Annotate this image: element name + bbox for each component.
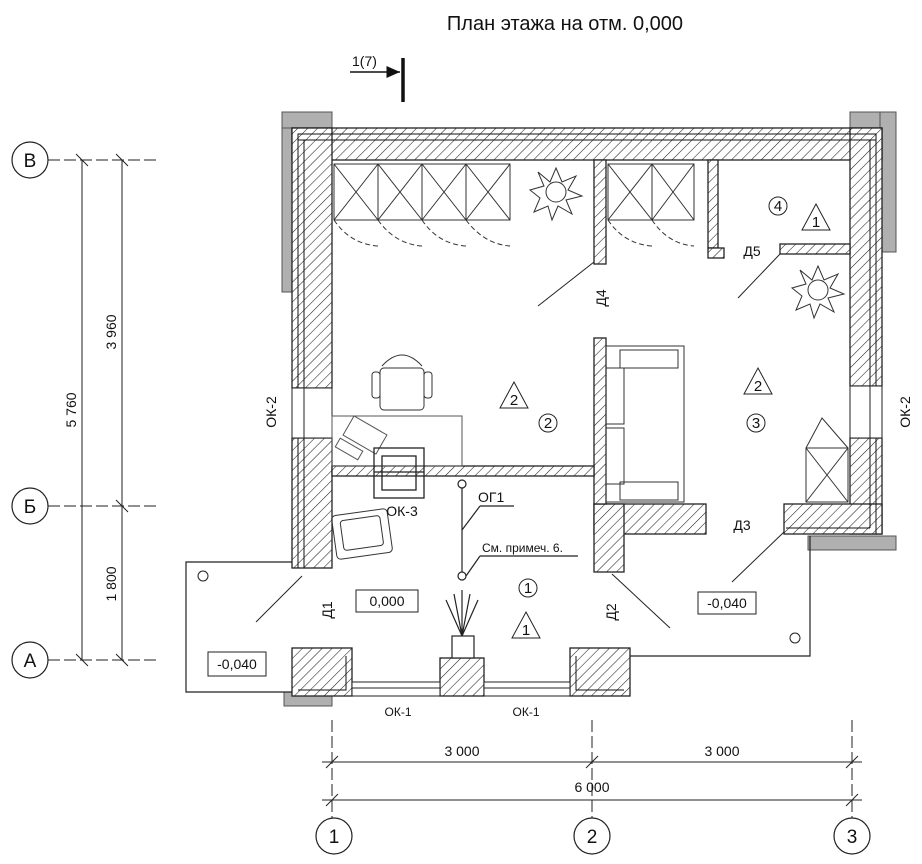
section-mark: 1(7) — [350, 53, 405, 102]
axis-marker-row-b: Б — [11, 487, 49, 525]
axis-marker-row-a: А — [11, 641, 49, 679]
svg-text:4: 4 — [774, 198, 782, 215]
level-mark-terrace-right: -0,040 — [697, 591, 757, 615]
svg-text:-0,040: -0,040 — [707, 595, 747, 611]
svg-text:1: 1 — [524, 580, 532, 597]
svg-text:2: 2 — [510, 392, 518, 409]
plant-icon — [790, 264, 846, 320]
wardrobe-right — [607, 163, 695, 247]
window-label-left: ОК-2 — [263, 396, 279, 428]
cabinet — [805, 417, 849, 503]
door-label-d1: Д1 — [319, 601, 335, 618]
svg-text:1: 1 — [812, 214, 820, 231]
desk-chair — [373, 447, 425, 499]
axis-label-3: 3 — [847, 827, 858, 848]
sofa — [605, 345, 685, 503]
svg-text:3: 3 — [752, 415, 760, 432]
terrace-post-right — [789, 632, 801, 644]
axis-marker-row-v: В — [11, 141, 49, 179]
desk — [331, 415, 463, 467]
door-label-d4: Д4 — [593, 289, 609, 306]
axis-marker-col-3: 3 — [833, 817, 871, 855]
plan-title: План этажа на отм. 0,000 — [447, 13, 683, 35]
room-number-2: 2 — [538, 413, 558, 433]
corner-columns — [281, 111, 897, 707]
axis-label-2: 2 — [587, 827, 598, 848]
window-label-right: ОК-2 — [897, 396, 913, 428]
dim-bottom-right: 3 000 — [704, 743, 739, 759]
room-number-4: 4 — [768, 196, 788, 216]
fireplace — [451, 635, 475, 659]
dim-left-lower: 1 800 — [103, 566, 119, 601]
axis-marker-col-2: 2 — [573, 817, 611, 855]
door-label-d3: Д3 — [733, 517, 750, 533]
room-number-1: 1 — [518, 578, 538, 598]
svg-text:0,000: 0,000 — [369, 593, 404, 609]
svg-text:2: 2 — [544, 415, 552, 432]
axis-label-1: 1 — [329, 827, 340, 848]
level-mark-main: 0,000 — [355, 589, 419, 613]
svg-text:-0,040: -0,040 — [217, 656, 257, 672]
armchair — [371, 354, 433, 411]
room-number-3: 3 — [746, 413, 766, 433]
level-mark-terrace-left: -0,040 — [207, 651, 267, 677]
dimension-chain-bottom — [322, 720, 862, 818]
dim-left-total: 5 760 — [63, 392, 79, 427]
svg-text:2: 2 — [754, 378, 762, 395]
og-label: ОГ1 — [478, 489, 504, 505]
wardrobe-left — [333, 163, 511, 247]
window-openings — [291, 385, 883, 697]
see-note-label: См. примеч. 6. — [482, 541, 563, 555]
axis-marker-col-1: 1 — [315, 817, 353, 855]
axis-label-v: В — [24, 151, 37, 172]
plant-icon — [528, 166, 584, 222]
axis-label-a: А — [24, 651, 37, 672]
axis-label-b: Б — [24, 497, 36, 518]
finish-mark: 1 — [511, 610, 541, 639]
door-swings — [255, 253, 785, 629]
armchair-lower — [331, 508, 393, 560]
og-riser — [445, 479, 578, 637]
dim-bottom-total: 6 000 — [574, 779, 609, 795]
dimension-chain-left — [48, 153, 160, 667]
dim-left-upper: 3 960 — [103, 314, 119, 349]
door-label-d5: Д5 — [743, 243, 760, 259]
section-mark-label: 1(7) — [352, 53, 377, 69]
terrace-outline — [185, 536, 811, 693]
window-label-bottom-2: ОК-1 — [513, 705, 540, 719]
insulation-lines — [297, 133, 877, 691]
window-label-bottom-1: ОК-1 — [385, 705, 412, 719]
finish-mark: 2 — [743, 366, 773, 395]
finish-mark: 2 — [499, 380, 529, 409]
svg-text:1: 1 — [522, 622, 530, 639]
door-label-d2: Д2 — [603, 603, 619, 620]
terrace-post-left — [197, 570, 209, 582]
dim-bottom-left: 3 000 — [444, 743, 479, 759]
exterior-walls — [291, 127, 883, 697]
finish-mark: 1 — [801, 202, 831, 231]
interior-walls — [331, 159, 851, 505]
window-label-interior: ОК-3 — [386, 503, 418, 519]
